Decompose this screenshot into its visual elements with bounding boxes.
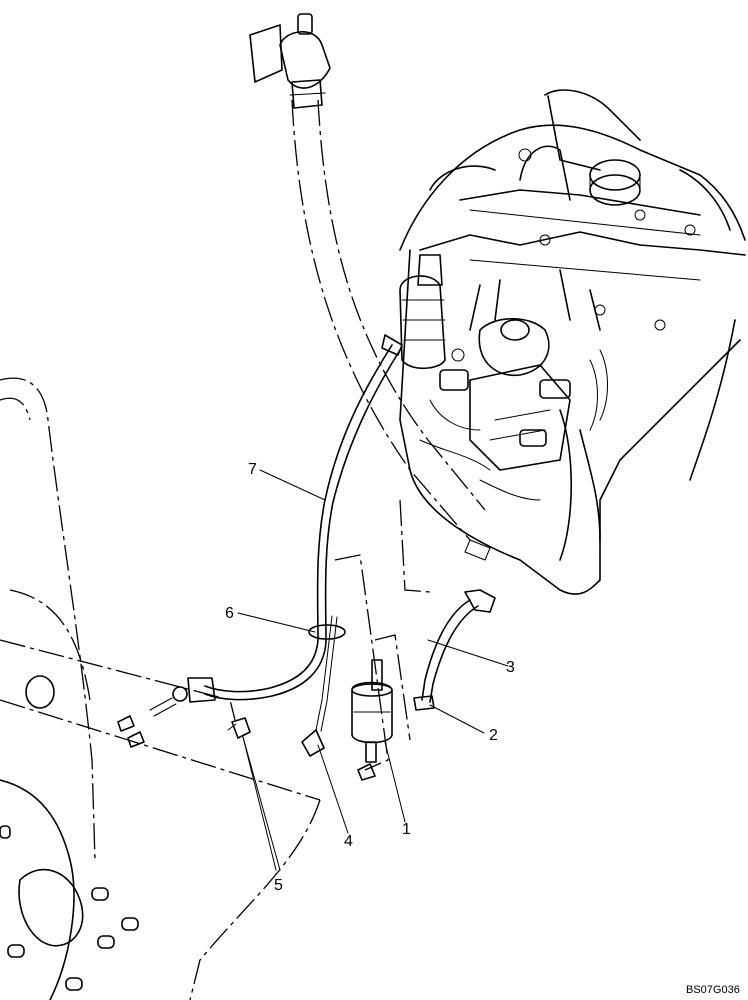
fuel-filter (351, 659, 393, 781)
clamp-5 (227, 717, 251, 739)
filler-hose (249, 13, 486, 541)
callout-1: 1 (402, 821, 411, 838)
return-hose (117, 334, 403, 748)
engine-assembly (399, 89, 746, 595)
pump-hose (413, 589, 496, 711)
figure-code: BS07G036 (686, 984, 740, 996)
callouts: 7 6 3 2 1 4 5 (225, 461, 515, 894)
frame-outline (334, 499, 431, 771)
mounting-studs (0, 825, 139, 991)
callout-4: 4 (344, 833, 353, 850)
callout-6: 6 (225, 605, 234, 622)
callout-3: 3 (506, 659, 515, 676)
callout-2: 2 (489, 727, 498, 744)
fuel-tank-outline (0, 377, 321, 1000)
callout-5: 5 (274, 877, 283, 894)
callout-7: 7 (248, 461, 257, 478)
vent-line (301, 615, 346, 757)
